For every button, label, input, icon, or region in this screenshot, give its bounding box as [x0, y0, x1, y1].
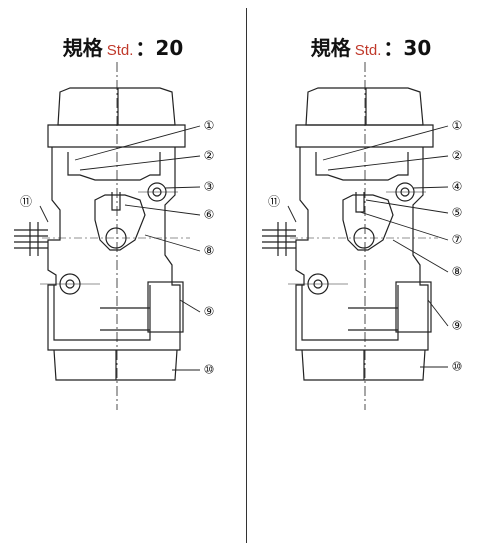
callout-9: ⑨ [204, 305, 215, 319]
callout-2: ② [452, 149, 463, 163]
callout-7: ⑦ [452, 233, 463, 247]
title-value: 30 [403, 36, 432, 60]
callout-1: ① [452, 119, 463, 133]
title-main: 規格 [310, 36, 351, 60]
callout-5: ⑤ [452, 206, 463, 220]
title-value: 20 [155, 36, 184, 60]
callout-10: ⑩ [452, 360, 463, 374]
callout-1: ① [204, 119, 215, 133]
valve-cross-section-drawing: ① ② ④ ⑤ ⑦ ⑧ ⑪ ⑨ ⑩ [262, 62, 463, 410]
title-sep: ： [383, 36, 404, 60]
callout-6: ⑥ [204, 208, 215, 222]
callout-2: ② [204, 149, 215, 163]
callout-10: ⑩ [204, 363, 215, 377]
title-std: Std. [354, 42, 382, 59]
title-std: Std. [106, 42, 134, 59]
callout-4: ④ [452, 180, 463, 194]
callout-3: ③ [204, 180, 215, 194]
callout-11: ⑪ [20, 195, 32, 209]
callout-11: ⑪ [268, 195, 280, 209]
callout-8: ⑧ [204, 244, 215, 258]
valve-cross-section-drawing: ① ② ③ ⑥ ⑧ ⑪ ⑨ ⑩ [14, 62, 215, 410]
title-sep: ： [135, 36, 156, 60]
callout-8: ⑧ [452, 265, 463, 279]
title-main: 規格 [62, 36, 103, 60]
panel-divider [246, 8, 247, 543]
callout-9: ⑨ [452, 319, 463, 333]
